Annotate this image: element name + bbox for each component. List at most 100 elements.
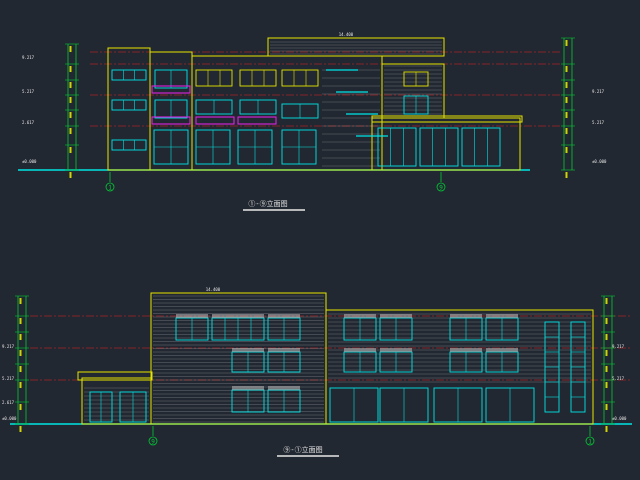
top-left-dim-chain-label: [69, 82, 72, 88]
bottom-window-sill: [268, 386, 300, 390]
bottom-right-dim-chain-label: [605, 366, 608, 372]
top-podium-window: [419, 127, 459, 167]
top-axis-label-right: 9: [439, 185, 443, 192]
top-podium-window: [377, 127, 417, 167]
bottom-left-dim-chain-label: [19, 334, 22, 340]
bottom-window-sill: [380, 348, 412, 352]
top-elevation-title: ①-⑨立面图: [248, 199, 287, 208]
bottom-left-dim-chain-label: [19, 382, 22, 388]
bottom-axis-bubble-left: [148, 436, 158, 446]
top-right-dim-chain-label: [565, 40, 568, 46]
top-roof-block: [267, 37, 445, 57]
top-tower-window: [111, 69, 147, 81]
top-tower-window: [111, 99, 147, 111]
top-left-dim-chain-label: [69, 128, 72, 134]
top-left-dim-chain-label: [69, 97, 72, 103]
bottom-right-block: [325, 309, 594, 425]
bottom-axis-bubble-right: [585, 436, 595, 446]
top-left-level-4: ±0.000: [22, 159, 37, 164]
top-right-dim-chain-label: [565, 66, 568, 72]
bottom-entrance-pavilion: [81, 377, 152, 425]
top-right-dim-chain-label: [565, 147, 568, 153]
bottom-window-sill: [380, 314, 412, 318]
top-elevation: 1 9 ①-⑨立面图: [18, 37, 575, 211]
level-labels: 9.217 5.217 2.617 ±0.000 9.217 5.217 ±0.…: [2, 32, 627, 421]
bottom-windows: [77, 314, 586, 423]
bottom-window-sill: [268, 314, 300, 318]
top-dimension-chains: [65, 37, 575, 178]
top-left-dim-chain-label: [69, 112, 72, 118]
bottom-left-dim-chain-label: [19, 366, 22, 372]
bottom-left-dim-chain-label: [19, 318, 22, 324]
top-right-dim-chain-label: [565, 112, 568, 118]
bottom-window-sill: [486, 314, 518, 318]
bottom-right-dim-chain-label: [605, 298, 608, 304]
top-podium-window: [461, 127, 501, 167]
top-axis-bubble-right: [436, 182, 446, 192]
bottom-window-sill: [450, 348, 482, 352]
bottom-left-level-4: ±0.000: [2, 416, 17, 421]
top-right-level-1: 9.217: [592, 89, 605, 94]
top-axis-label-left: 1: [108, 185, 112, 192]
bottom-right-dim-chain-label: [605, 334, 608, 340]
bottom-left-level-2: 5.217: [2, 376, 15, 381]
top-right-dim-chain-label: [565, 97, 568, 103]
bottom-right-level-1: 9.217: [612, 344, 625, 349]
bottom-window-sill: [232, 348, 264, 352]
top-windows: [111, 69, 523, 167]
top-balcony-rail: [237, 116, 277, 125]
bottom-left-level-3: 2.617: [2, 400, 15, 405]
bottom-left-dim-chain-label: [19, 350, 22, 356]
top-upper-window: [195, 69, 233, 87]
bottom-right-dim-chain-label: [605, 382, 608, 388]
top-upper-window: [239, 69, 277, 87]
top-upper-window: [281, 69, 319, 87]
top-wall-hatching: [270, 41, 442, 167]
bottom-roof-dim: 14.400: [206, 287, 221, 292]
bottom-right-dim-chain-label: [605, 404, 608, 410]
top-balcony-rail: [195, 116, 235, 125]
top-right-dim-chain-label: [565, 82, 568, 88]
bottom-left-level-1: 9.217: [2, 344, 15, 349]
bottom-left-dim-chain-label: [19, 404, 22, 410]
top-right-level-2: 5.217: [592, 120, 605, 125]
top-right-level-3: ±0.000: [592, 159, 607, 164]
top-left-dim-chain-label: [69, 172, 72, 178]
bottom-window-sill: [232, 386, 264, 390]
top-left-dim-chain-label: [69, 66, 72, 72]
top-right-dim-chain-label: [565, 128, 568, 134]
bottom-elevation: 9 1 ⑨-①立面图: [10, 292, 632, 457]
top-left-level-1: 9.217: [22, 55, 35, 60]
top-left-level-2: 5.217: [22, 89, 35, 94]
top-canopy: [371, 115, 523, 123]
top-left-dim-chain-label: [69, 147, 72, 153]
bottom-right-dim-chain-label: [605, 318, 608, 324]
top-right-podium: [371, 117, 521, 171]
bottom-window-sill: [344, 314, 376, 318]
bottom-right-level-2: 5.217: [612, 376, 625, 381]
bottom-left-dim-chain-label: [19, 426, 22, 432]
top-balcony-rail: [151, 116, 191, 125]
bottom-pavilion-canopy: [77, 371, 153, 381]
bottom-right-dim-chain-label: [605, 350, 608, 356]
top-roof-dim: 14.400: [339, 32, 354, 37]
top-left-dim-chain-label: [69, 46, 72, 52]
bottom-window-sill: [212, 314, 264, 318]
bottom-right-dim-chain-label: [605, 426, 608, 432]
bottom-axis-label-left: 9: [151, 439, 155, 446]
top-left-level-3: 2.617: [22, 120, 35, 125]
bottom-axis-label-right: 1: [588, 439, 592, 446]
top-tower-window: [111, 139, 147, 151]
top-axis-bubble-left: [105, 182, 115, 192]
bottom-elevation-title: ⑨-①立面图: [283, 445, 322, 454]
top-right-dim-chain-label: [565, 172, 568, 178]
bottom-window-sill: [268, 348, 300, 352]
bottom-window-sill: [344, 348, 376, 352]
bottom-right-level-3: ±0.000: [612, 416, 627, 421]
top-balcony-rail: [151, 85, 191, 94]
bottom-left-dim-chain-label: [19, 298, 22, 304]
bottom-window-sill: [176, 314, 208, 318]
bottom-dimension-chains: [15, 295, 615, 432]
bottom-window-sill: [486, 348, 518, 352]
